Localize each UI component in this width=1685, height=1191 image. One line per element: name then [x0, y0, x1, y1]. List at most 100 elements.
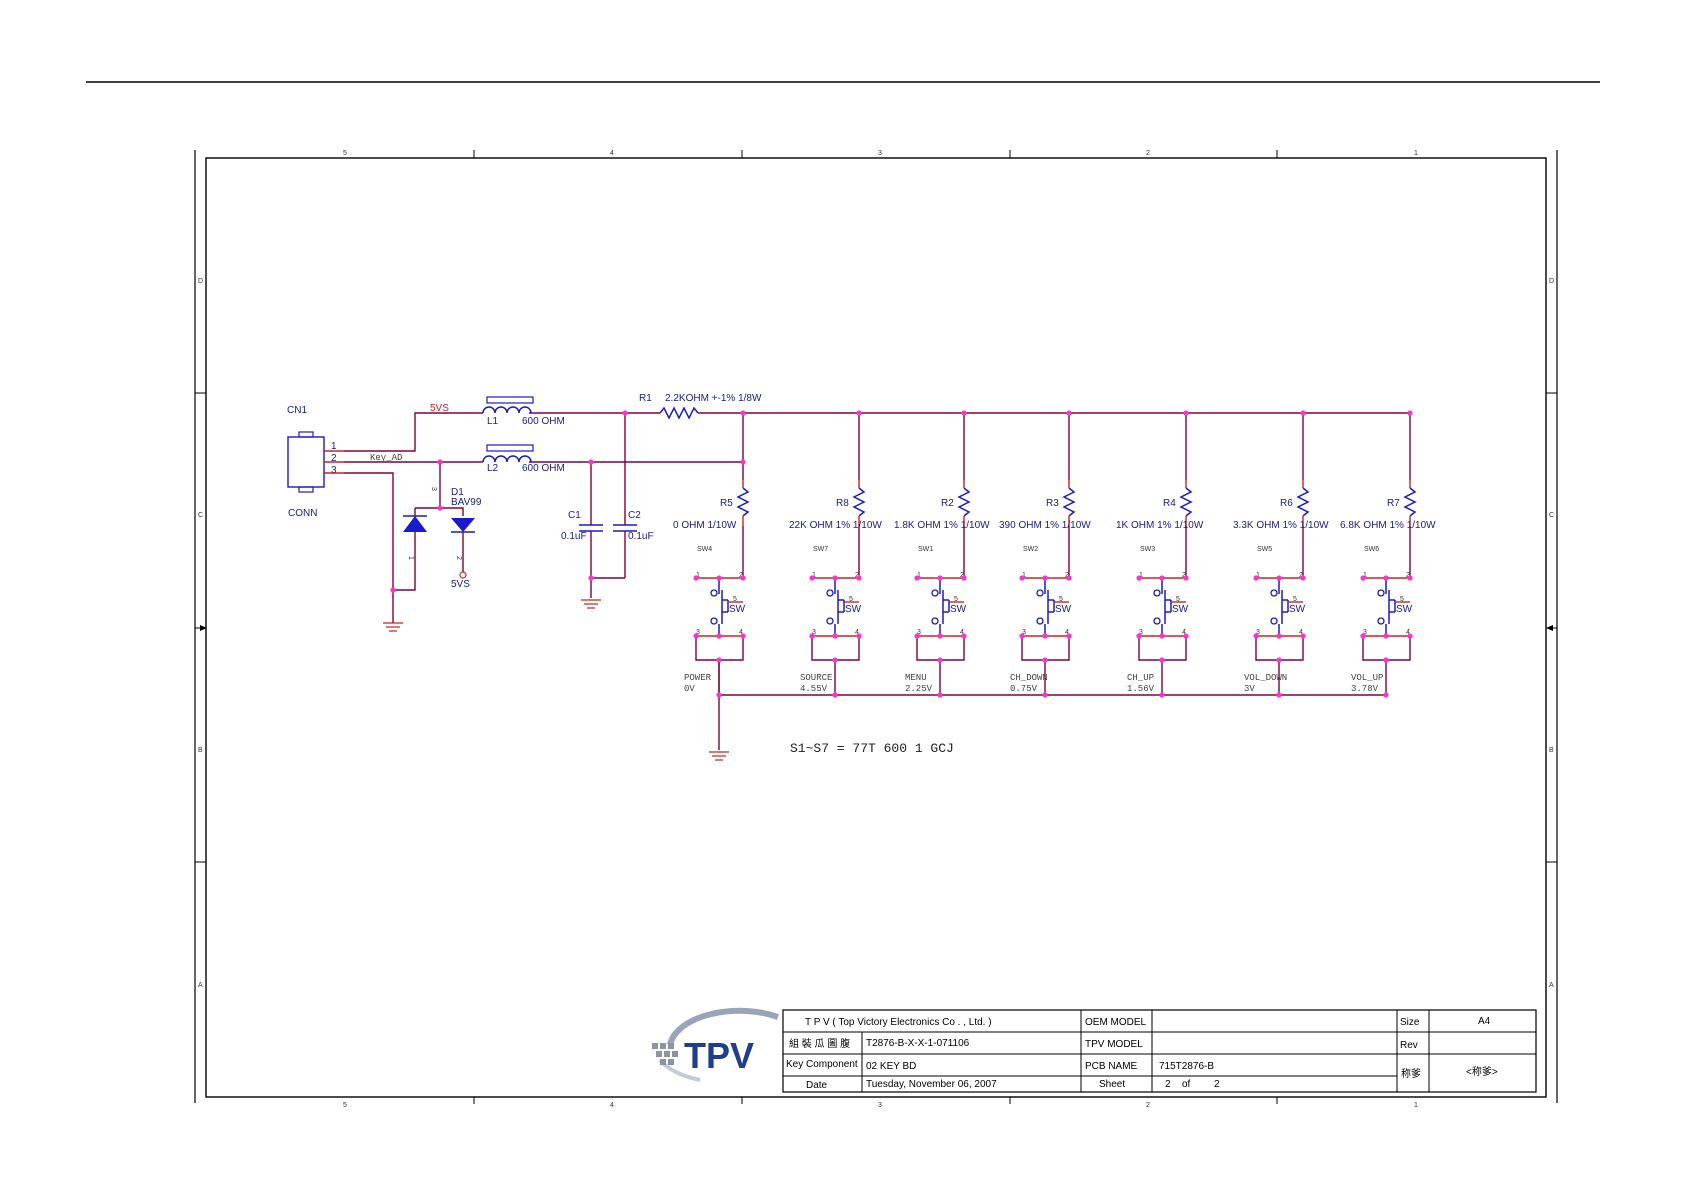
- key-label: MENU: [905, 673, 927, 683]
- junction-dot: [1019, 575, 1025, 581]
- resistor-zigzag: [736, 487, 750, 517]
- inductor-l2: L2 600 OHM: [482, 444, 565, 474]
- switch-pin: 3: [1363, 629, 1367, 636]
- switch-type: SW: [1055, 604, 1072, 615]
- key-label: CH_UP: [1127, 673, 1154, 683]
- key-component-value: 02 KEY BD: [866, 1061, 916, 1072]
- row-label-left: D: [198, 278, 203, 285]
- row-label-left: A: [198, 982, 203, 989]
- sheet-total: 2: [1214, 1079, 1220, 1090]
- junction-dot: [1159, 657, 1165, 663]
- key-label: SOURCE: [800, 673, 832, 683]
- junction-dot: [1042, 633, 1048, 639]
- junction-dot: [437, 505, 443, 511]
- r1-ref: R1: [639, 393, 652, 404]
- junction-dot: [937, 633, 943, 639]
- junction-dot: [1136, 575, 1142, 581]
- switch-type: SW: [845, 604, 862, 615]
- name-value: <称爹>: [1466, 1065, 1498, 1078]
- junction-dot: [1276, 575, 1282, 581]
- inductor-l1: L1 600 OHM: [482, 396, 565, 427]
- junction-dot: [856, 633, 862, 639]
- switch-pin: 1: [1022, 572, 1026, 579]
- drawing-frame: [194, 150, 1558, 1104]
- junction-dot: [693, 633, 699, 639]
- switch-ref: SW6: [1364, 546, 1379, 553]
- junction-dot: [1253, 633, 1259, 639]
- ground-symbol-keys: [709, 751, 729, 761]
- c2-ref: C2: [628, 510, 641, 521]
- title-block: TPV T P V ( Top Victory Electronics Co .…: [652, 1007, 1537, 1093]
- key-component-label: Key Component: [786, 1059, 858, 1070]
- column-label-bottom: 3: [878, 1102, 882, 1109]
- junction-dot: [856, 575, 862, 581]
- switch-pin: 3: [812, 629, 816, 636]
- switch-type: SW: [729, 604, 746, 615]
- resistor-zigzag: [1403, 487, 1417, 517]
- key-label: VOL_UP: [1351, 673, 1383, 683]
- capacitor-c1: C1 0.1uF: [561, 510, 603, 542]
- cn1-pin-1: 1: [331, 441, 337, 452]
- switch-ref: SW3: [1140, 546, 1155, 553]
- c1-ref: C1: [568, 510, 581, 521]
- junction-dot: [1300, 633, 1306, 639]
- junction-dot: [856, 410, 862, 416]
- junction-dot: [832, 657, 838, 663]
- junction-dot: [693, 575, 699, 581]
- tpv-model-label: TPV MODEL: [1085, 1039, 1143, 1050]
- junction-dot: [809, 575, 815, 581]
- junction-dot: [588, 575, 594, 581]
- switch-pin: 4: [1299, 629, 1303, 636]
- junction-dot: [914, 633, 920, 639]
- column-label-bottom: 5: [343, 1102, 347, 1109]
- switch-pin: 4: [855, 629, 859, 636]
- junction-dot: [1066, 410, 1072, 416]
- tpv-logo: TPV: [652, 1007, 780, 1082]
- junction-dot: [740, 459, 746, 465]
- junction-dot: [1159, 692, 1165, 698]
- junction-dot: [961, 633, 967, 639]
- switch-pin: 2: [855, 572, 859, 579]
- resistor-ref: R7: [1387, 498, 1400, 509]
- column-label-top: 1: [1414, 150, 1418, 157]
- junction-dot: [1383, 657, 1389, 663]
- rev-label: Rev: [1400, 1040, 1418, 1051]
- resistor-r1: R1 2.2KOHM +-1% 1/8W: [639, 393, 762, 420]
- row-label-left: C: [198, 512, 203, 519]
- junction-dot: [809, 633, 815, 639]
- switch-pin: 5: [733, 596, 737, 603]
- sheet-number: 2: [1165, 1079, 1171, 1090]
- column-label-top: 3: [878, 150, 882, 157]
- resistor-value: 1.8K OHM 1% 1/10W: [894, 520, 990, 531]
- net-5vs-label: 5VS: [430, 403, 449, 414]
- cn1-ref: CN1: [287, 405, 307, 416]
- junction-dot: [716, 575, 722, 581]
- l1-value: 600 OHM: [522, 416, 565, 427]
- switch-ref: SW7: [813, 546, 828, 553]
- switch-pin: 3: [1139, 629, 1143, 636]
- resistor-value: 3.3K OHM 1% 1/10W: [1233, 520, 1329, 531]
- junction-dot: [1300, 410, 1306, 416]
- tpv-logo-text: TPV: [684, 1035, 754, 1076]
- switch-pin: 1: [917, 572, 921, 579]
- switch-pin: 2: [1299, 572, 1303, 579]
- junction-dot: [1019, 633, 1025, 639]
- switch-type: SW: [1289, 604, 1306, 615]
- junction-dot: [1159, 575, 1165, 581]
- key-voltage: 0.75V: [1010, 684, 1038, 694]
- junction-dot: [1066, 575, 1072, 581]
- row-label-right: C: [1549, 512, 1554, 519]
- junction-dot: [1383, 575, 1389, 581]
- switch-pin: 5: [1400, 596, 1404, 603]
- junction-dot: [1042, 575, 1048, 581]
- column-label-top: 4: [610, 150, 614, 157]
- junction-dot: [1042, 692, 1048, 698]
- switch-ref: SW5: [1257, 546, 1272, 553]
- row-label-left: B: [198, 747, 203, 754]
- junction-dot: [1407, 633, 1413, 639]
